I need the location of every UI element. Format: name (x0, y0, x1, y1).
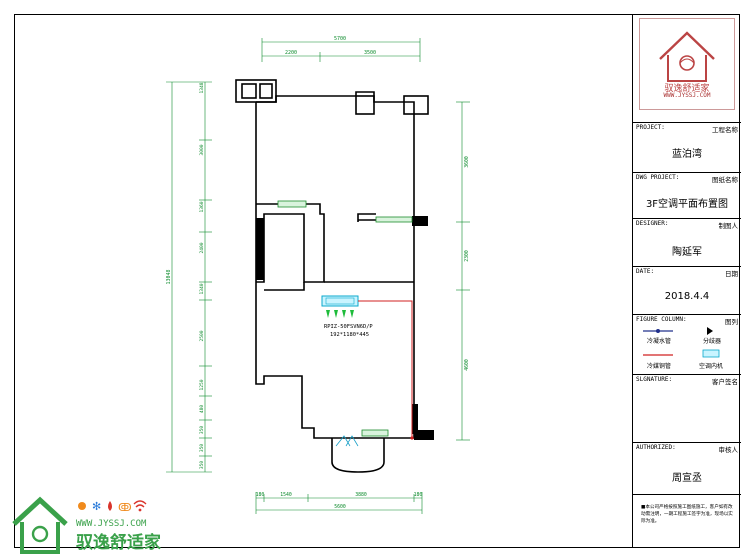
dim-right-2: 2300 (464, 250, 470, 262)
door-swing (335, 435, 359, 447)
house-logo-icon: 驭逸舒适家 (659, 31, 715, 94)
left-dimension (166, 81, 212, 473)
sun-icon (78, 502, 86, 510)
snow-icon: ✻ (92, 500, 101, 513)
svg-text:ↂ: ↂ (118, 501, 132, 514)
drop-icon (108, 501, 112, 511)
windows (277, 200, 413, 437)
row-date: DATE: 日期 2018.4.4 (633, 266, 741, 314)
row-note (633, 494, 741, 548)
splitter-icon (707, 327, 713, 335)
indoor-unit-icon (702, 349, 720, 358)
row-designer: DESIGNER: 制图人 陶延军 (633, 218, 741, 266)
dim-left-9: 350 (199, 426, 205, 435)
row-signature: SLGNATURE: 客户签名 (633, 374, 741, 442)
dim-left-2: 3000 (199, 144, 205, 155)
date-value: 2018.4.4 (664, 291, 710, 302)
designer-name: 陶延军 (672, 247, 702, 258)
dim-right-1: 3600 (464, 156, 470, 168)
ac-indoor-unit (321, 295, 359, 318)
dim-top-total: 5700 (334, 36, 346, 42)
drawing-frame (14, 14, 740, 548)
dim-left-3: 1360 (199, 201, 205, 212)
dim-left-8: 480 (199, 405, 205, 414)
dim-left-1: 1348 (199, 82, 205, 93)
column-blocks (256, 216, 434, 440)
brand-url: WWW.JYSSJ.COM (76, 519, 147, 529)
logo-url: WWW.JYSSJ.COM (663, 92, 711, 99)
unit-model: RPIZ-50FSVN6D/P (324, 324, 373, 330)
dim-bottom-4: 180 (414, 492, 423, 498)
top-dimension (261, 38, 421, 62)
unit-size: 192*1180*445 (330, 332, 369, 338)
authorized-name: 周宣丞 (672, 473, 702, 484)
svg-text:冷凝水管: 冷凝水管 (647, 337, 671, 345)
row-authorized: AUTHORIZED: 审核人 周宣丞 (633, 442, 741, 494)
logo-name: 驭逸舒适家 (664, 82, 709, 93)
dim-right-3: 4600 (464, 359, 470, 371)
row-drawing: DWG PROJECT: 图纸名称 3F空调平面布置图 (633, 172, 741, 218)
project-name: 蓝泊湾 (672, 149, 702, 160)
dim-left-11: 350 (199, 461, 205, 470)
brand-watermark: ✻ ↂ WWW.JYSSJ.COM 驭逸舒适家 (10, 494, 210, 556)
walls (235, 79, 429, 473)
svg-text:空调内机: 空调内机 (699, 362, 723, 370)
dim-bottom-3: 3880 (355, 492, 367, 498)
dim-top-right: 3500 (364, 50, 376, 56)
refrigerant-pipe (358, 300, 413, 438)
company-logo: 驭逸舒适家 (639, 18, 735, 110)
construction-note: ■本公司严格按照施工图纸施工，客户如有改动需注明，一期工程施工签字为准，现场以实… (641, 505, 733, 524)
dim-left-10: 350 (199, 444, 205, 453)
svg-text:分歧器: 分歧器 (703, 337, 721, 345)
row-legend: FIGURE COLUMN: 图列 冷凝水管 分歧器 冷媒铜管 空调内机 (633, 314, 741, 374)
dim-top-left: 2200 (285, 50, 297, 56)
right-dimension (456, 101, 470, 441)
bottom-dimension (255, 492, 423, 514)
dim-left-5: 1340 (199, 283, 205, 294)
drawing-name: 3F空调平面布置图 (645, 199, 729, 210)
svg-text:冷媒铜管: 冷媒铜管 (647, 362, 671, 370)
fan-icon: ↂ (118, 501, 132, 514)
brand-name: 驭逸舒适家 (76, 532, 161, 553)
brand-house-icon (12, 496, 68, 554)
dim-left-6: 2500 (199, 330, 205, 341)
dim-bottom-2: 1540 (280, 492, 292, 498)
floor-plan: 5700 2200 3500 13048 1348 3000 1360 2400… (166, 36, 470, 514)
row-project: PROJECT: 工程名称 蓝泊湾 (633, 122, 741, 172)
dim-left-7: 1250 (199, 379, 205, 390)
legend-symbols: 冷凝水管 分歧器 冷媒铜管 空调内机 (643, 327, 723, 370)
wifi-icon (133, 500, 147, 512)
title-block: 驭逸舒适家 WWW.JYSSJ.COM PROJECT: 工程名称 蓝泊湾 DW… (632, 14, 741, 548)
dim-left-4: 2400 (199, 242, 205, 253)
dim-bottom-1: 180 (256, 492, 265, 498)
dim-bottom-total: 5600 (334, 504, 346, 510)
dim-left-total: 13048 (166, 269, 172, 284)
svg-text:✻: ✻ (92, 500, 101, 513)
